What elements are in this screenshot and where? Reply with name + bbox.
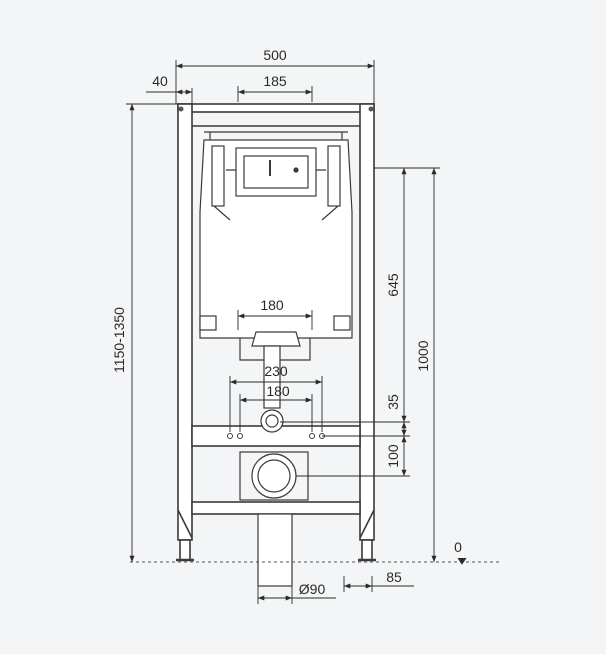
lower-crossbar — [191, 501, 361, 515]
right-post — [359, 103, 375, 541]
dim-drain-diameter: Ø90 — [299, 581, 326, 597]
dim-overall-height: 1150-1350 — [111, 307, 127, 373]
dim-total-height: 1000 — [415, 340, 431, 371]
dim-floor-level: 0 — [454, 539, 462, 555]
dim-bracket-spacing: 180 — [260, 297, 284, 313]
dim-overall-width: 500 — [263, 47, 287, 63]
right-bracket — [333, 315, 351, 331]
dim-frame-offset: 40 — [152, 73, 168, 89]
left-post — [177, 103, 193, 541]
left-brace — [177, 509, 193, 539]
inlet-pipe — [260, 345, 284, 433]
right-brace — [359, 509, 375, 539]
dim-outer-bolt-spacing: 230 — [264, 363, 288, 379]
dim-upper-height: 645 — [385, 273, 401, 297]
top-rail — [177, 103, 375, 113]
dim-inlet-offset: 35 — [385, 394, 401, 410]
dim-drain-offset: 85 — [386, 569, 402, 585]
outlet-connector — [239, 451, 309, 501]
bolt-icon — [178, 106, 184, 112]
left-foot — [179, 539, 191, 561]
dim-outlet-offset: 100 — [385, 444, 401, 468]
bolt-icon — [368, 106, 374, 112]
dimension-lines — [126, 60, 467, 604]
cistern — [199, 131, 353, 361]
drain-pipe — [257, 513, 293, 587]
left-bracket — [199, 315, 217, 331]
right-foot — [361, 539, 373, 561]
dim-flush-plate-width: 185 — [263, 73, 287, 89]
dim-inner-bolt-spacing: 180 — [266, 383, 290, 399]
